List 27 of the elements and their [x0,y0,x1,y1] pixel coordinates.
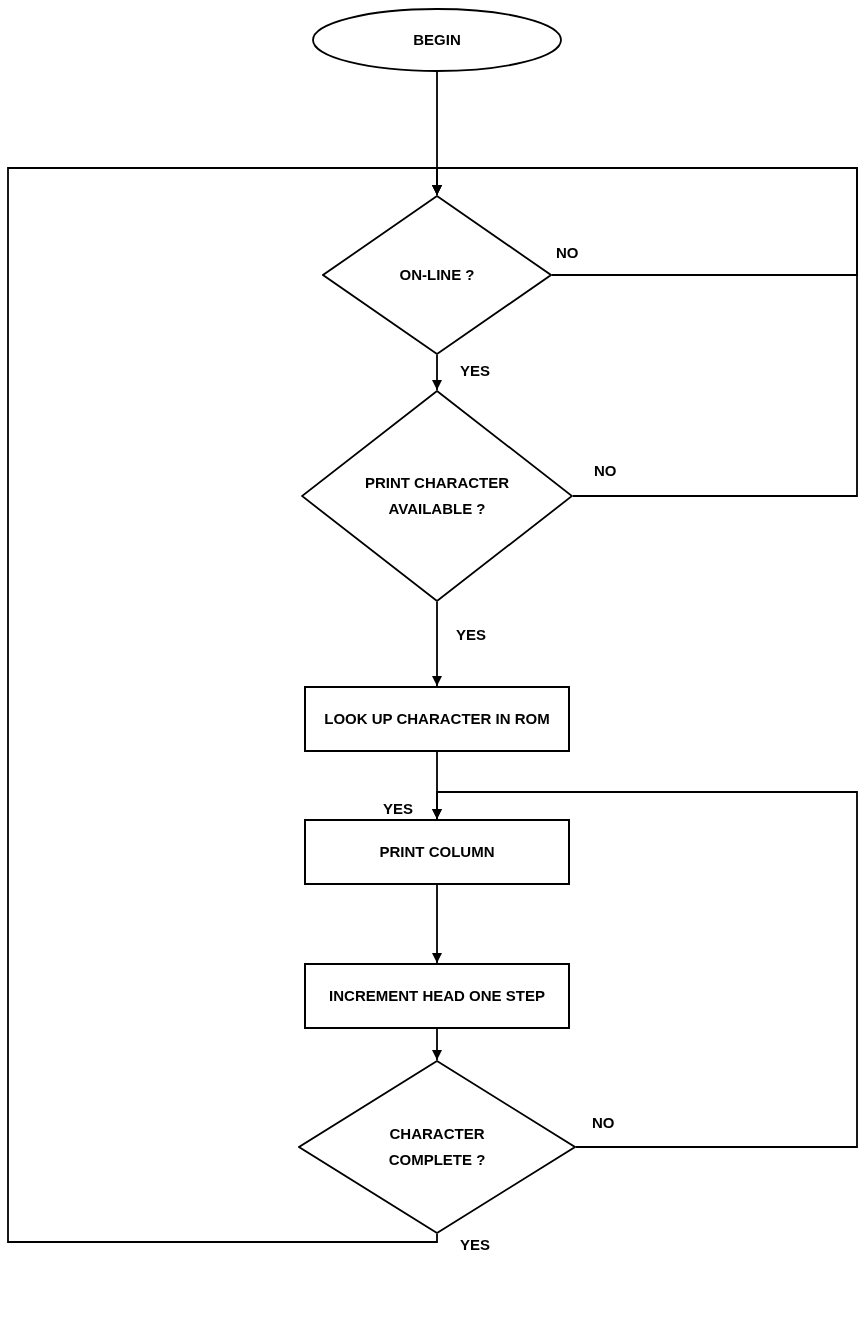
edge-label: NO [556,244,579,262]
node-label: CHARACTER COMPLETE ? [387,1124,487,1170]
arrow [432,354,442,391]
arrow [432,601,442,687]
decision-diamond [301,390,573,602]
terminal-oval [312,8,562,72]
node-label: PRINT CHARACTER AVAILABLE ? [363,473,511,519]
process-box [304,819,570,885]
decision-diamond [322,195,552,355]
arrow [7,167,442,1243]
arrow [432,884,442,964]
node-label: PRINT COLUMN [379,842,495,862]
arrow [432,791,858,1148]
edge-label: NO [592,1114,615,1132]
edge-label: YES [383,800,413,818]
edge-label: YES [460,1236,490,1254]
arrow [432,1028,442,1061]
process-box [304,686,570,752]
edge-label: NO [594,462,617,480]
node-label: LOOK UP CHARACTER IN ROM [324,709,550,729]
node-label: INCREMENT HEAD ONE STEP [329,986,545,1006]
edge-label: YES [460,362,490,380]
node-label: ON-LINE ? [399,265,475,285]
node-label: BEGIN [413,30,461,50]
process-box [304,963,570,1029]
decision-diamond [298,1060,576,1234]
edge-label: YES [456,626,486,644]
